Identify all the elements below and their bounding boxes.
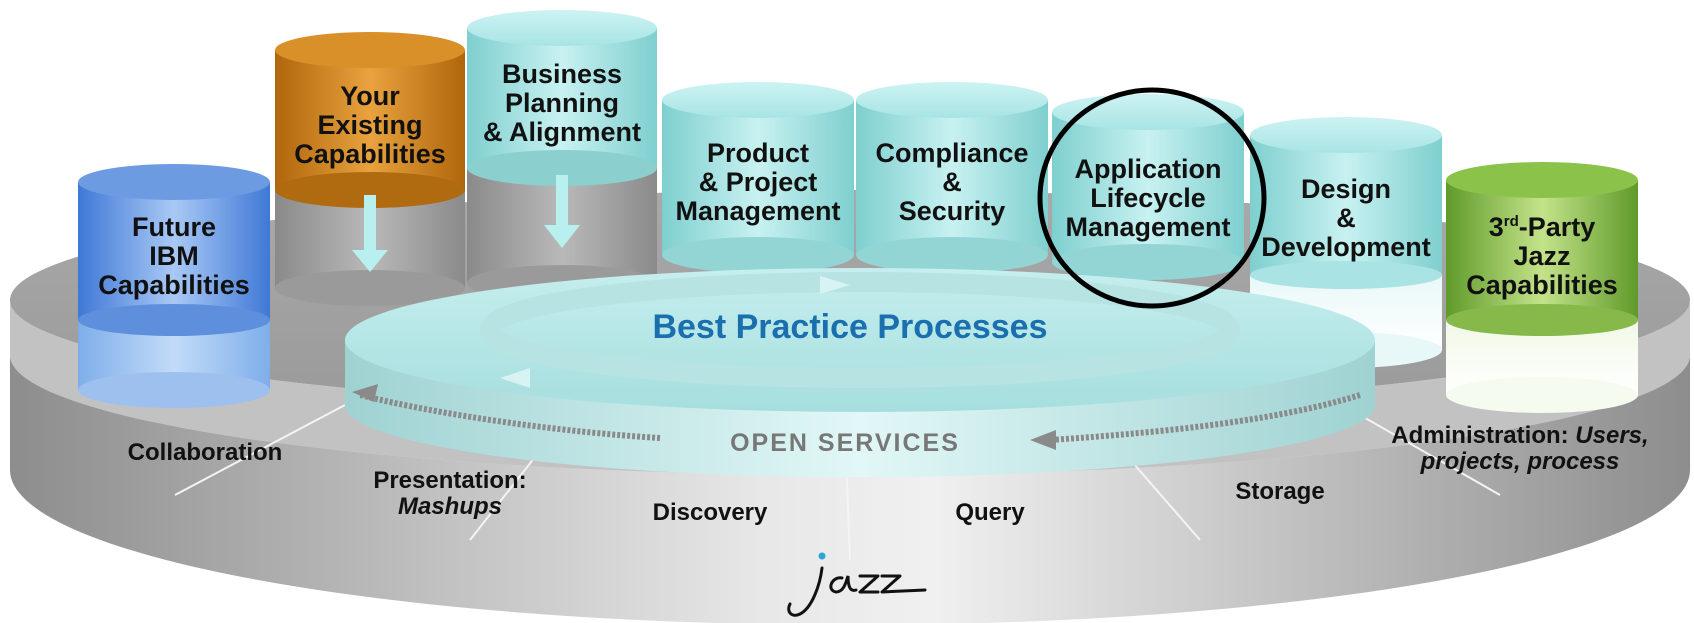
best-practice-platform <box>345 268 1375 478</box>
segment-collaboration: Collaboration <box>127 439 283 466</box>
cylinder-application-lifecycle <box>1052 94 1244 280</box>
segment-discovery: Discovery <box>652 499 768 526</box>
cylinder-third-party <box>1446 162 1638 413</box>
cylinder-business-planning <box>467 10 657 301</box>
cylinder-label-design: Design&Development <box>1261 174 1431 263</box>
cylinder-label-compliance: Compliance&Security <box>875 138 1029 227</box>
jazz-logo <box>787 552 927 617</box>
center-title: Best Practice Processes <box>652 308 1048 346</box>
segment-administration: Administration: Users, projects, process <box>1391 422 1649 475</box>
open-services-label: OPEN SERVICES <box>730 429 960 457</box>
highlight-circle <box>1037 87 1267 309</box>
cylinder-compliance-security <box>856 82 1048 273</box>
cylinder-future-ibm <box>78 164 270 408</box>
cylinder-product-project <box>662 82 854 273</box>
segment-storage: Storage <box>1235 478 1325 505</box>
segment-query: Query <box>955 499 1025 526</box>
cylinder-existing-capabilities <box>275 32 465 306</box>
segment-presentation: Presentation: Mashups <box>373 467 527 520</box>
